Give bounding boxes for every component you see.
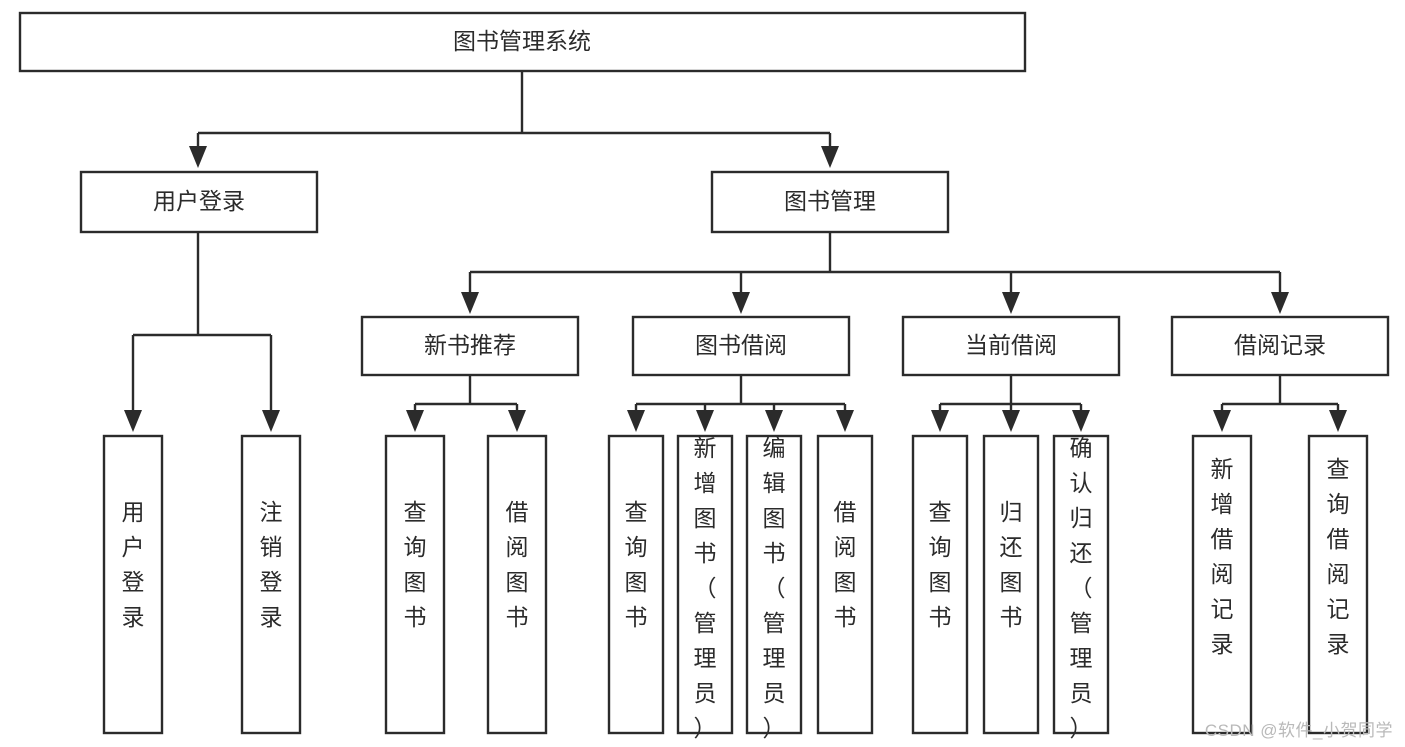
current-borrow-box (901, 315, 1121, 377)
leaf-box (384, 434, 446, 735)
leaf-box (607, 434, 665, 735)
node-book-borrow[interactable]: 图书借阅 (631, 315, 851, 377)
arrow-root-to-book-manage (821, 146, 839, 168)
leaf-label: 查询图书 (625, 499, 648, 630)
user-login-box (79, 170, 319, 234)
leaf-label: 新增图书（管理员） (694, 435, 717, 741)
arrow-borrow-record-child-1 (1213, 410, 1231, 432)
leaf-book-borrow-1[interactable]: 新增图书（管理员） (676, 434, 734, 741)
leaf-box (816, 434, 874, 735)
arrow-book-borrow-child-2 (696, 410, 714, 432)
book-manage-box (710, 170, 950, 234)
leaf-new-book-0[interactable]: 查询图书 (384, 434, 446, 735)
arrow-book-borrow-child-3 (765, 410, 783, 432)
root-box (18, 11, 1027, 73)
leaf-label: 注销登录 (260, 499, 283, 630)
leaf-label: 新增借阅记录 (1211, 456, 1234, 657)
leaf-user-login-0[interactable]: 用户登录 (102, 434, 164, 735)
leaf-label: 查询图书 (404, 499, 427, 630)
user-login-label: 用户登录 (153, 188, 245, 214)
arrow-current-borrow-child-1 (931, 410, 949, 432)
leaf-label: 借阅图书 (834, 499, 857, 630)
node-borrow-record[interactable]: 借阅记录 (1170, 315, 1390, 377)
node-new-book-recommend[interactable]: 新书推荐 (360, 315, 580, 377)
arrow-user-login-child-2 (262, 410, 280, 432)
arrow-book-borrow-child-1 (627, 410, 645, 432)
leaf-current-borrow-1[interactable]: 归还图书 (982, 434, 1040, 735)
leaf-label: 用户登录 (122, 499, 145, 630)
leaf-borrow-record-1[interactable]: 查询借阅记录 (1307, 434, 1369, 735)
node-root-system[interactable]: 图书管理系统 (18, 11, 1027, 73)
root-label: 图书管理系统 (453, 28, 591, 54)
leaf-label: 查询借阅记录 (1327, 456, 1350, 657)
arrow-to-borrow-record (1271, 292, 1289, 314)
new-book-recommend-label: 新书推荐 (424, 332, 516, 358)
leaf-box (1191, 434, 1253, 735)
arrow-to-new-book (461, 292, 479, 314)
leaf-box (676, 434, 734, 735)
arrow-current-borrow-child-3 (1072, 410, 1090, 432)
node-user-login[interactable]: 用户登录 (79, 170, 319, 234)
book-borrow-box (631, 315, 851, 377)
leaf-book-borrow-0[interactable]: 查询图书 (607, 434, 665, 735)
borrow-record-box (1170, 315, 1390, 377)
arrow-root-to-user-login (189, 146, 207, 168)
leaf-label: 归还图书 (1000, 499, 1023, 630)
current-borrow-label: 当前借阅 (965, 332, 1057, 358)
arrow-current-borrow-child-2 (1002, 410, 1020, 432)
leaf-box (1307, 434, 1369, 735)
arrow-borrow-record-child-2 (1329, 410, 1347, 432)
leaf-label: 借阅图书 (506, 499, 529, 630)
node-book-manage[interactable]: 图书管理 (710, 170, 950, 234)
leaf-label: 确认归还（管理员） (1070, 435, 1093, 741)
leaf-borrow-record-0[interactable]: 新增借阅记录 (1191, 434, 1253, 735)
leaf-box (1052, 434, 1110, 735)
leaf-book-borrow-2[interactable]: 编辑图书（管理员） (745, 434, 803, 741)
leaf-label: 编辑图书（管理员） (763, 435, 786, 741)
arrow-new-book-child-1 (406, 410, 424, 432)
book-borrow-label: 图书借阅 (695, 332, 787, 358)
new-book-recommend-box (360, 315, 580, 377)
connector-layer (124, 71, 1347, 432)
leaf-label: 查询图书 (929, 499, 952, 630)
leaf-box (102, 434, 164, 735)
leaf-box (911, 434, 969, 735)
arrow-book-borrow-child-4 (836, 410, 854, 432)
arrow-to-book-borrow (732, 292, 750, 314)
leaf-box (486, 434, 548, 735)
leaf-current-borrow-0[interactable]: 查询图书 (911, 434, 969, 735)
leaf-book-borrow-3[interactable]: 借阅图书 (816, 434, 874, 735)
arrow-new-book-child-2 (508, 410, 526, 432)
node-current-borrow[interactable]: 当前借阅 (901, 315, 1121, 377)
leaf-user-login-1[interactable]: 注销登录 (240, 434, 302, 735)
leaf-box (240, 434, 302, 735)
leaf-box (982, 434, 1040, 735)
book-manage-label: 图书管理 (784, 188, 876, 214)
leaf-current-borrow-2[interactable]: 确认归还（管理员） (1052, 434, 1110, 741)
leaf-new-book-1[interactable]: 借阅图书 (486, 434, 548, 735)
arrow-to-current-borrow (1002, 292, 1020, 314)
arrow-user-login-child-1 (124, 410, 142, 432)
borrow-record-label: 借阅记录 (1234, 332, 1326, 358)
leaf-box (745, 434, 803, 735)
